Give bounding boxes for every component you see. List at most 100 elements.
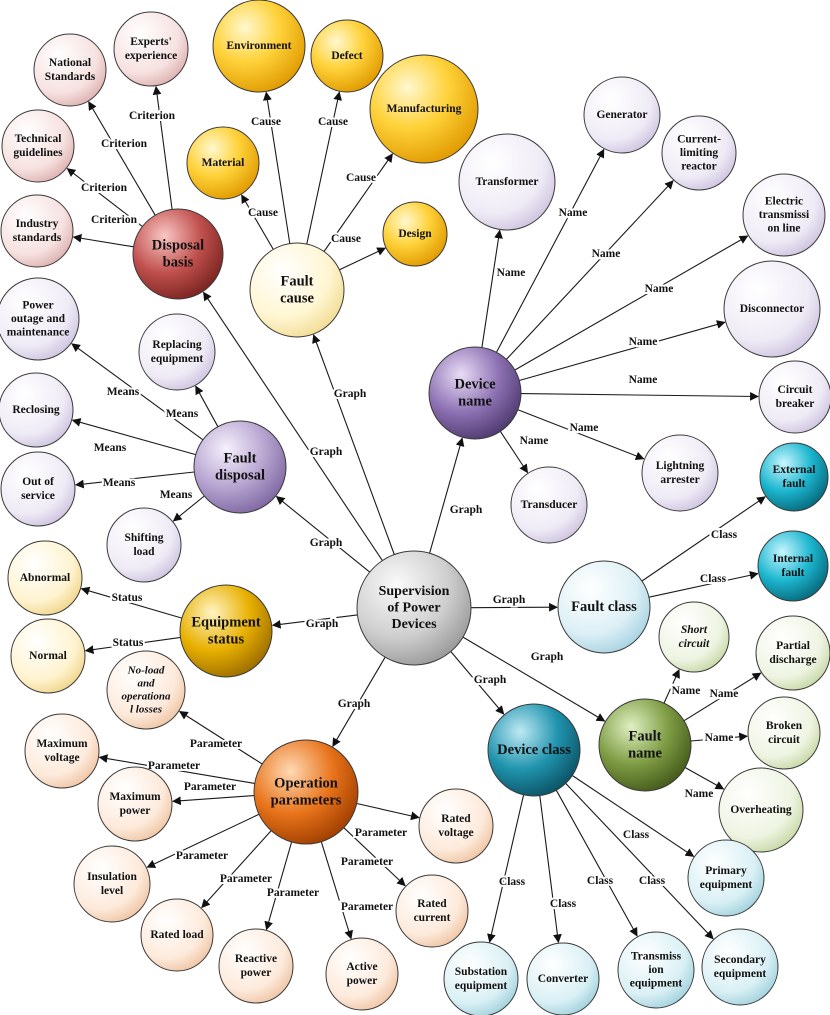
edge-label-name: Name bbox=[672, 685, 701, 697]
edge-center-to-disposal-basis bbox=[203, 291, 383, 561]
node-label-line: Circuit bbox=[778, 384, 813, 396]
edge-label-means: Means bbox=[160, 489, 193, 501]
node-label-line: ion bbox=[648, 964, 664, 976]
edge-label-name: Name bbox=[629, 336, 658, 348]
edge-label-cause: Cause bbox=[251, 116, 281, 128]
node-label-line: standards bbox=[13, 232, 62, 244]
node-circle bbox=[742, 173, 826, 257]
edge-device-name-to-electric-transmission-line bbox=[514, 235, 749, 371]
node-circle bbox=[97, 766, 173, 842]
edge-equipment-status-to-abnormal bbox=[80, 586, 183, 619]
edge-label-parameter: Parameter bbox=[184, 781, 236, 793]
node-label-line: National bbox=[49, 57, 91, 69]
edge-label-name: Name bbox=[705, 732, 734, 744]
node-abnormal: Abnormal bbox=[7, 540, 83, 616]
node-label-line: cause bbox=[280, 291, 314, 307]
edge-label-class: Class bbox=[587, 875, 614, 887]
node-material: Material bbox=[186, 126, 260, 200]
edge-operation-parameters-to-rated-load bbox=[201, 830, 272, 909]
node-circle bbox=[140, 898, 214, 972]
node-label-line: transmissi bbox=[759, 209, 810, 221]
node-circle bbox=[661, 115, 737, 191]
node-label-line: on line bbox=[768, 223, 801, 235]
node-label-line: name bbox=[628, 746, 662, 762]
node-label-line: Substation bbox=[455, 966, 508, 978]
edge-operation-parameters-to-maximum-power bbox=[172, 795, 255, 806]
node-circle bbox=[179, 584, 273, 678]
edge-label-graph: Graph bbox=[450, 504, 483, 516]
node-label-line: equipment bbox=[714, 968, 767, 980]
node-circle bbox=[747, 696, 821, 770]
node-manufacturing: Manufacturing bbox=[369, 54, 479, 164]
node-generator: Generator bbox=[583, 76, 661, 154]
edge-center-to-fault-name bbox=[462, 636, 606, 722]
node-label-line: limiting bbox=[680, 147, 719, 159]
edge-operation-parameters-to-rated-current bbox=[343, 827, 406, 887]
node-label-line: Manufacturing bbox=[387, 103, 462, 115]
node-label-line: Secondary bbox=[714, 954, 766, 966]
edge-operation-parameters-to-reactive-power bbox=[264, 841, 293, 931]
edge-label-cause: Cause bbox=[346, 172, 376, 184]
edge-center-to-fault-cause bbox=[312, 334, 395, 555]
node-label-line: parameters bbox=[271, 793, 342, 809]
node-label-line: Environment bbox=[227, 40, 292, 52]
edge-label-parameter: Parameter bbox=[148, 760, 200, 772]
edge-label-graph: Graph bbox=[306, 618, 339, 630]
edge-label-name: Name bbox=[520, 435, 549, 447]
node-overheating: Overheating bbox=[718, 767, 804, 853]
node-label-line: Maximum bbox=[109, 791, 161, 803]
node-circle bbox=[0, 277, 80, 361]
node-label-line: Shifting bbox=[125, 532, 164, 544]
node-circle bbox=[443, 941, 519, 1015]
node-label-line: power bbox=[347, 975, 378, 987]
edge-device-name-to-circuit-breaker bbox=[520, 392, 759, 401]
node-label-line: experience bbox=[125, 50, 177, 62]
node-label-line: Defect bbox=[331, 50, 362, 62]
edge-label-criterion: Criterion bbox=[101, 138, 148, 150]
node-label-line: load bbox=[133, 546, 155, 558]
node-circle bbox=[0, 451, 76, 527]
node-circle bbox=[487, 703, 581, 797]
node-transducer: Transducer bbox=[510, 466, 588, 544]
edge-layer: GraphGraphGraphGraphGraphGraphGraphGraph… bbox=[66, 85, 766, 944]
node-label-line: guidelines bbox=[13, 147, 63, 159]
node-technical-guidelines: Technical guidelines bbox=[1, 109, 75, 183]
node-label-line: reactor bbox=[681, 161, 717, 173]
node-label-line: Supervision bbox=[379, 584, 450, 599]
node-rated-load: Rated load bbox=[140, 898, 214, 972]
node-label-line: power bbox=[241, 967, 272, 979]
edge-label-means: Means bbox=[107, 386, 140, 398]
node-environment: Environment bbox=[212, 0, 306, 93]
node-circle bbox=[395, 874, 469, 948]
edge-fault-cause-to-defect bbox=[306, 91, 342, 245]
edge-operation-parameters-to-noload-losses bbox=[178, 711, 263, 765]
node-label-line: Overheating bbox=[730, 804, 792, 816]
node-label-line: fault bbox=[783, 478, 806, 490]
node-label-line: Technical bbox=[15, 133, 62, 145]
edge-disposal-basis-to-technical-guidelines bbox=[66, 168, 143, 227]
edge-disposal-basis-to-experts-experience bbox=[152, 85, 173, 210]
edge-label-class: Class bbox=[550, 898, 577, 910]
node-circle bbox=[701, 928, 779, 1006]
node-circle bbox=[113, 11, 189, 87]
node-label-line: basis bbox=[163, 255, 194, 271]
node-circle bbox=[106, 650, 186, 730]
node-label-line: voltage bbox=[438, 827, 473, 839]
edge-fault-class-to-external-fault bbox=[641, 496, 766, 582]
edge-fault-name-to-overheating bbox=[684, 767, 725, 790]
node-circle bbox=[687, 839, 765, 917]
edge-label-class: Class bbox=[711, 529, 738, 541]
